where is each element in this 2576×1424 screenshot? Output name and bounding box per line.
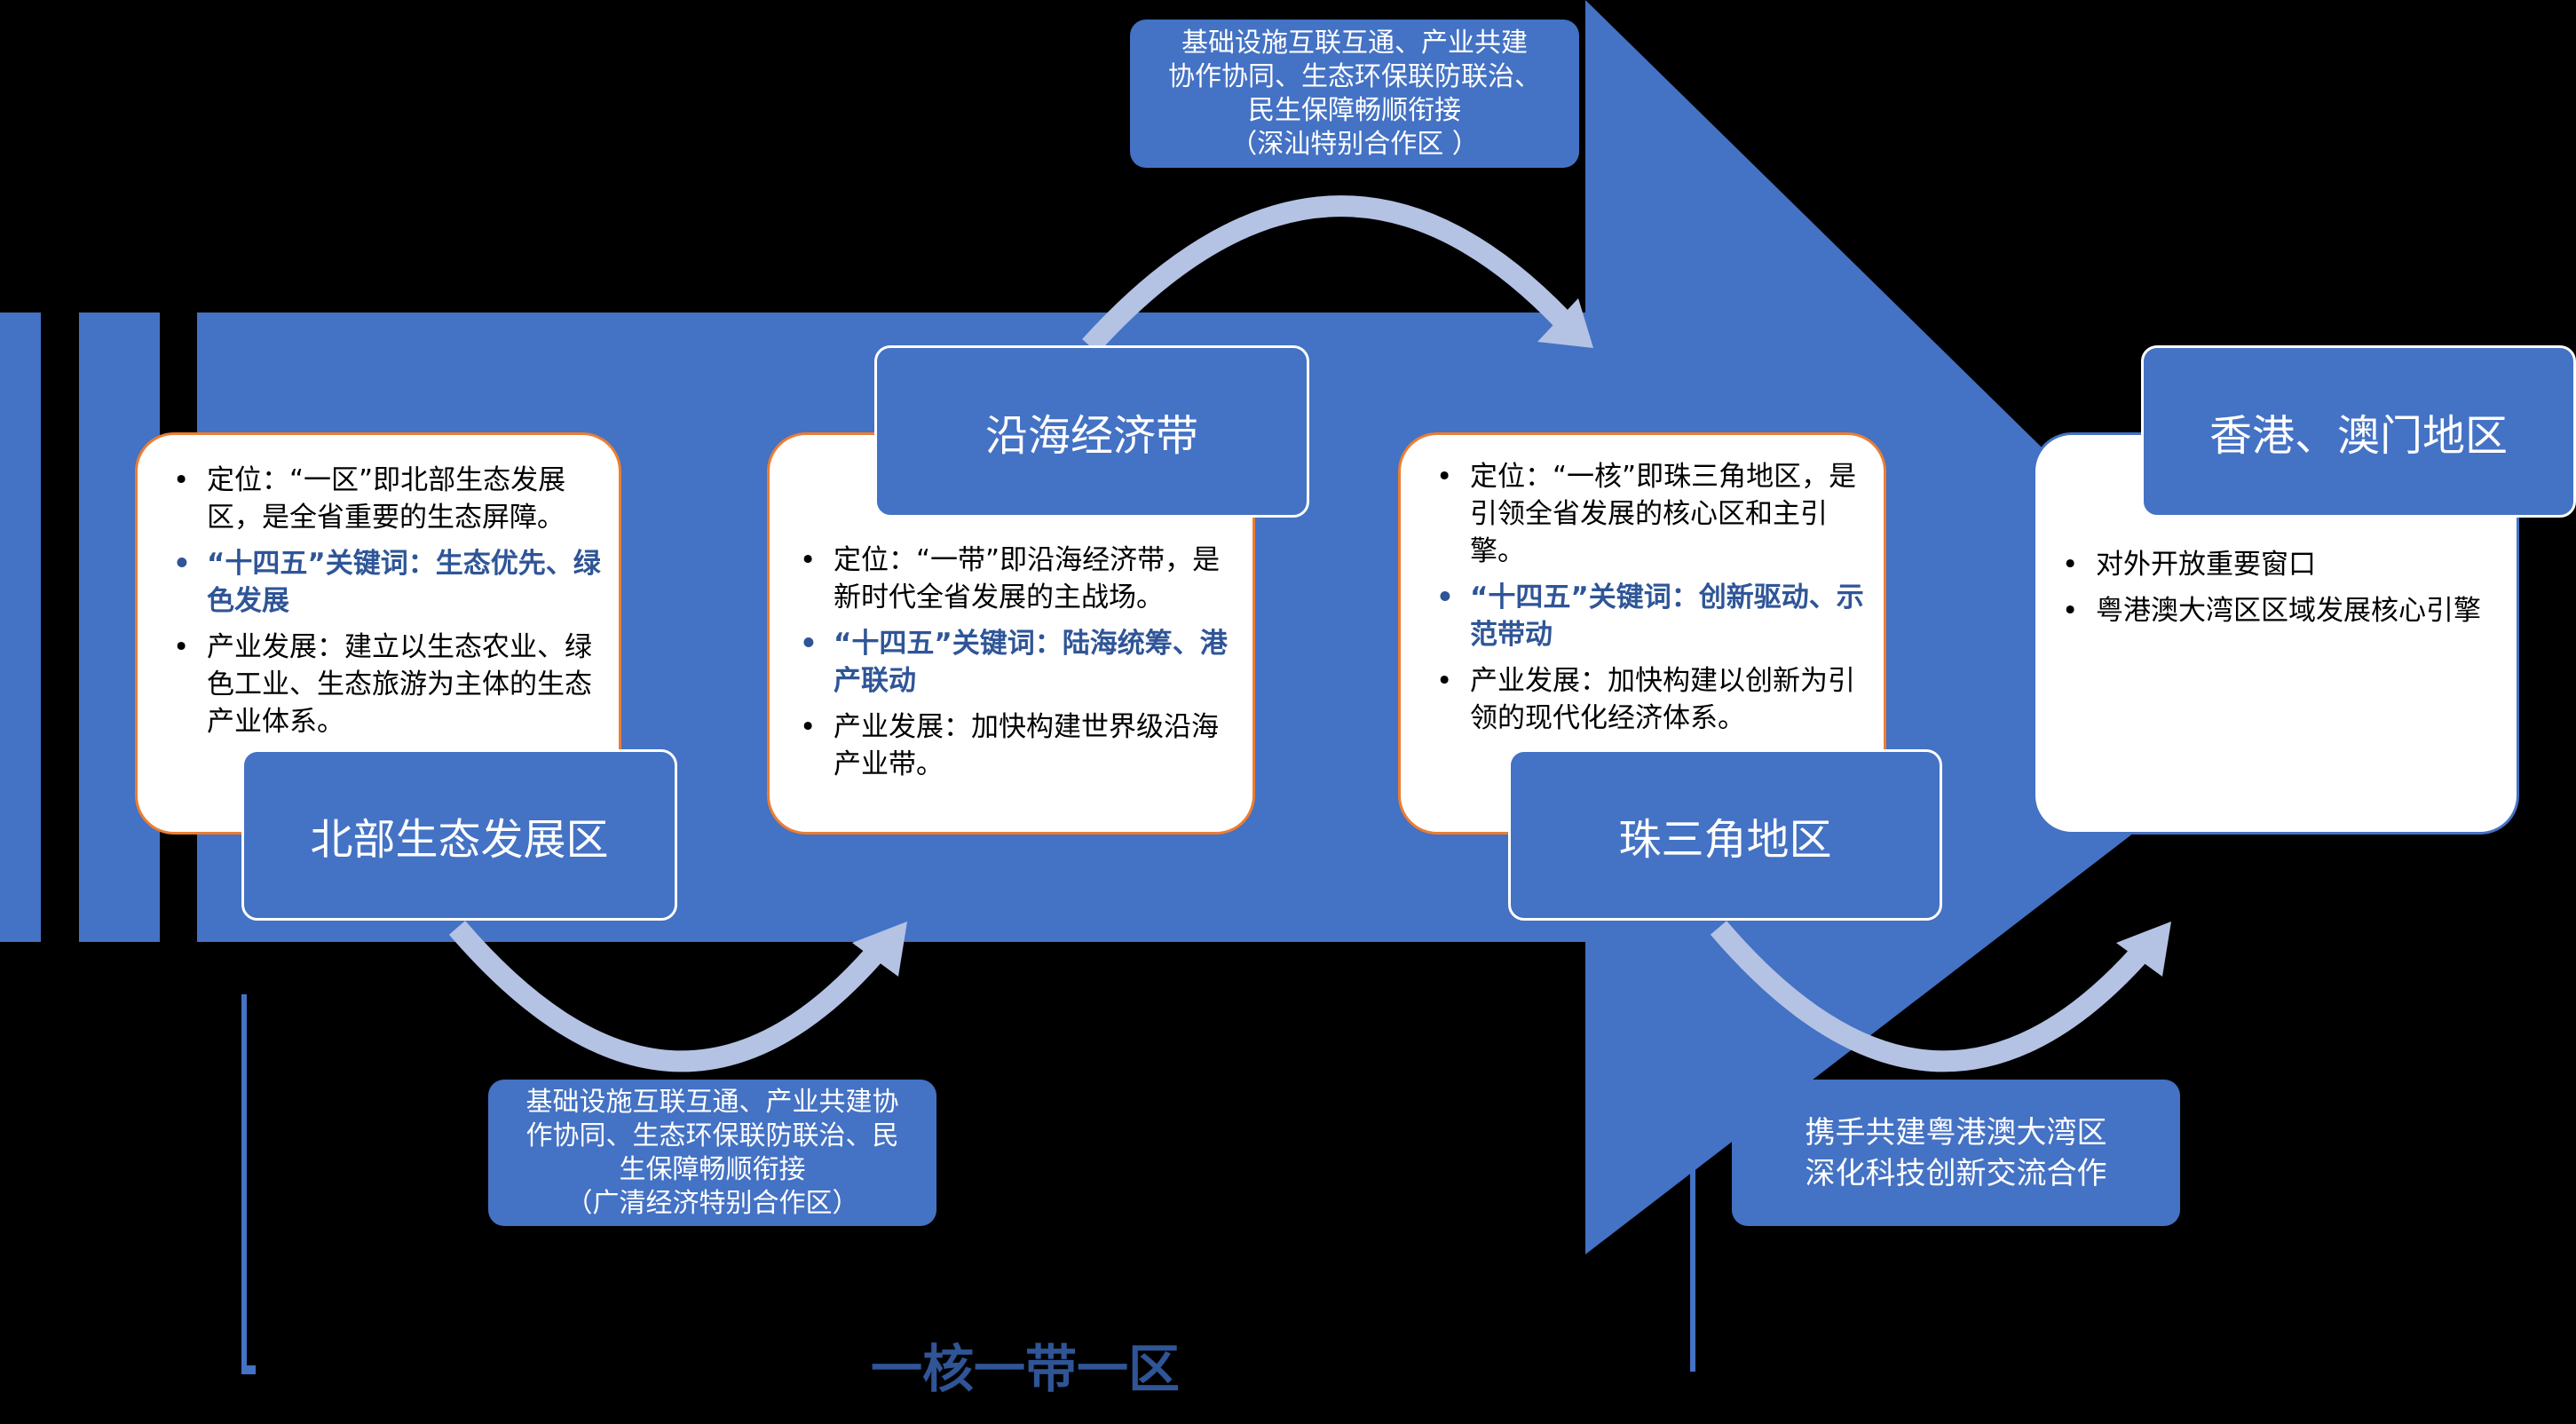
note-line: 基础设施互联互通、产业共建协	[525, 1086, 899, 1118]
arrow-head	[1585, 0, 2303, 1254]
curve-arrow-bottom-right	[1710, 921, 2171, 1072]
stripe-1	[0, 312, 41, 942]
curve-arrow-bottom-left	[448, 921, 907, 1072]
note-line: 作协同、生态环保联防联治、民	[525, 1119, 899, 1151]
note-line: 生保障畅顺衔接	[619, 1153, 806, 1185]
note-greater-bay: 携手共建粤港澳大湾区 深化科技创新交流合作	[1732, 1080, 2180, 1226]
bullet-engine: 粤港澳大湾区区域发展核心引擎	[2044, 592, 2490, 629]
bullet-industry: 产业发展：建立以生态农业、绿色工业、生态旅游为主体的生态产业体系。	[155, 629, 601, 740]
bullet-industry: 产业发展：加快构建世界级沿海产业带。	[782, 708, 1235, 783]
note-line: 基础设施互联互通、产业共建	[1181, 27, 1528, 59]
region-title-hk-macau: 香港、澳门地区	[2141, 345, 2576, 518]
bullet-gateway: 对外开放重要窗口	[2044, 546, 2490, 583]
note-line: （广清经济特别合作区）	[565, 1187, 859, 1219]
bullet-positioning: 定位：“一带”即沿海经济带，是新时代全省发展的主战场。	[782, 542, 1235, 616]
bullet-keywords: “十四五”关键词：生态优先、绿色发展	[155, 545, 601, 620]
diagram-title: 一核一带一区	[870, 1339, 1180, 1399]
bullet-positioning: 定位：“一核”即珠三角地区，是引领全省发展的核心区和主引擎。	[1418, 458, 1866, 570]
note-line: 民生保障畅顺衔接	[1248, 94, 1461, 126]
bullet-positioning: 定位：“一区”即北部生态发展区，是全省重要的生态屏障。	[155, 462, 601, 536]
curve-arrow-top	[1082, 195, 1593, 354]
note-line: 协作协同、生态环保联防联治、	[1168, 60, 1541, 92]
bracket-left	[241, 994, 256, 1374]
region-title-coastal: 沿海经济带	[874, 345, 1309, 518]
bracket-right	[1683, 994, 1695, 1372]
bullet-keywords: “十四五”关键词：创新驱动、示范带动	[1418, 579, 1866, 653]
note-guangqing: 基础设施互联互通、产业共建协 作协同、生态环保联防联治、民 生保障畅顺衔接 （广…	[488, 1080, 936, 1226]
note-line: 携手共建粤港澳大湾区	[1805, 1114, 2107, 1151]
note-line: （深汕特别合作区 ）	[1230, 128, 1479, 160]
note-line: 深化科技创新交流合作	[1805, 1155, 2107, 1191]
region-title-prd: 珠三角地区	[1508, 749, 1942, 921]
note-shenshan: 基础设施互联互通、产业共建 协作协同、生态环保联防联治、 民生保障畅顺衔接 （深…	[1130, 20, 1579, 168]
bullet-keywords: “十四五”关键词：陆海统筹、港产联动	[782, 625, 1235, 700]
region-title-north: 北部生态发展区	[241, 749, 677, 921]
bullet-industry: 产业发展：加快构建以创新为引领的现代化经济体系。	[1418, 662, 1866, 737]
